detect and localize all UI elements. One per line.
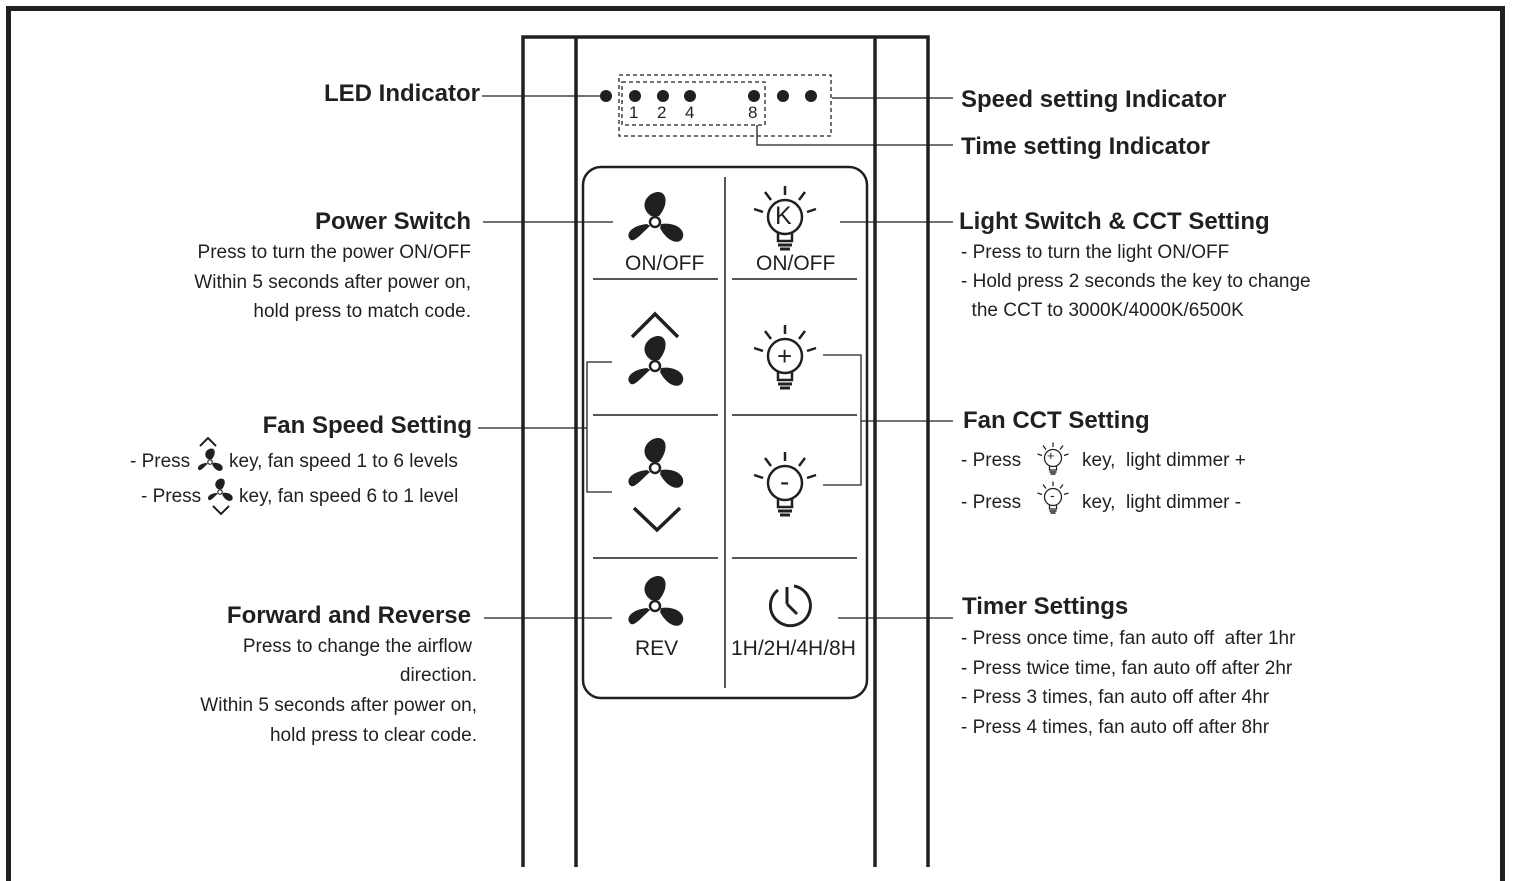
light-switch-title: Light Switch & CCT Setting — [959, 208, 1270, 235]
timer-button-label[interactable]: 1H/2H/4H/8H — [731, 637, 856, 660]
fan-speed-down-prefix: - Press — [141, 486, 202, 507]
power-switch-title: Power Switch — [314, 208, 471, 235]
led-dot — [684, 90, 696, 102]
fan-up-icon — [627, 311, 685, 388]
led-number-4: 4 — [685, 103, 695, 122]
light-k-letter: K — [775, 202, 792, 230]
light-desc-2: - Hold press 2 seconds the key to change — [961, 271, 1311, 292]
timer-desc-3: - Press 3 times, fan auto off after 4hr — [961, 687, 1270, 708]
fan-down-icon — [627, 436, 685, 533]
timer-desc-2: - Press twice time, fan auto off after 2… — [961, 658, 1293, 679]
fan-speed-title: Fan Speed Setting — [262, 412, 472, 439]
led-dot — [805, 90, 817, 102]
led-indicator-title: LED Indicator — [323, 80, 480, 107]
leader-lines — [478, 95, 953, 619]
fan-cct-minus-prefix: - Press — [961, 492, 1022, 513]
led-indicator-area — [600, 74, 832, 137]
remote-body — [521, 35, 930, 867]
reverse-desc-2: direction. — [399, 665, 477, 686]
led-dot — [748, 90, 760, 102]
light-desc-3: the CCT to 3000K/4000K/6500K — [961, 300, 1244, 321]
light-desc-1: - Press to turn the light ON/OFF — [961, 242, 1230, 263]
led-number-1: 1 — [629, 103, 639, 122]
reverse-desc-4: hold press to clear code. — [269, 725, 477, 746]
plus-sign[interactable]: + — [777, 341, 793, 371]
keypad — [581, 165, 869, 700]
forward-reverse-title: Forward and Reverse — [226, 602, 471, 629]
fan-cct-title: Fan CCT Setting — [963, 407, 1150, 434]
inline-fan-down-icon — [207, 477, 234, 516]
led-number-8: 8 — [748, 103, 758, 122]
power-desc-1: Press to turn the power ON/OFF — [197, 242, 471, 263]
minus-sign[interactable]: - — [780, 466, 790, 497]
power-fan-icon — [627, 190, 685, 244]
led-dot — [600, 90, 612, 102]
power-button-label[interactable]: ON/OFF — [625, 252, 705, 275]
inline-fan-up-icon — [197, 436, 224, 472]
fan-speed-down-suffix: key, fan speed 6 to 1 level — [239, 486, 459, 507]
fan-cct-plus-suffix: key, light dimmer + — [1082, 450, 1246, 471]
timer-settings-title: Timer Settings — [962, 593, 1129, 620]
led-dot — [657, 90, 669, 102]
timer-desc-4: - Press 4 times, fan auto off after 8hr — [961, 717, 1270, 738]
reverse-desc-1: Press to change the airflow — [242, 636, 472, 657]
power-desc-2: Within 5 seconds after power on, — [194, 272, 471, 293]
led-number-2: 2 — [657, 103, 667, 122]
reverse-fan-icon — [627, 574, 685, 628]
power-desc-3: hold press to match code. — [253, 301, 471, 322]
diagram-border — [6, 6, 1505, 881]
timer-desc-1: - Press once time, fan auto off after 1h… — [961, 628, 1296, 649]
speed-setting-indicator-title: Speed setting Indicator — [961, 86, 1227, 113]
inline-plus-sign: + — [1047, 448, 1055, 463]
timer-icon — [768, 584, 812, 628]
led-dot — [777, 90, 789, 102]
inline-minus-sign: - — [1050, 487, 1055, 503]
fan-speed-up-prefix: - Press — [130, 451, 191, 472]
time-setting-indicator-title: Time setting Indicator — [961, 133, 1210, 160]
led-dot — [629, 90, 641, 102]
rev-button-label[interactable]: REV — [635, 637, 679, 660]
fan-cct-plus-prefix: - Press — [961, 450, 1022, 471]
fan-cct-minus-suffix: key, light dimmer - — [1082, 492, 1242, 513]
reverse-desc-3: Within 5 seconds after power on, — [200, 695, 477, 716]
light-button-label[interactable]: ON/OFF — [756, 252, 836, 275]
fan-speed-up-suffix: key, fan speed 1 to 6 levels — [229, 451, 458, 472]
